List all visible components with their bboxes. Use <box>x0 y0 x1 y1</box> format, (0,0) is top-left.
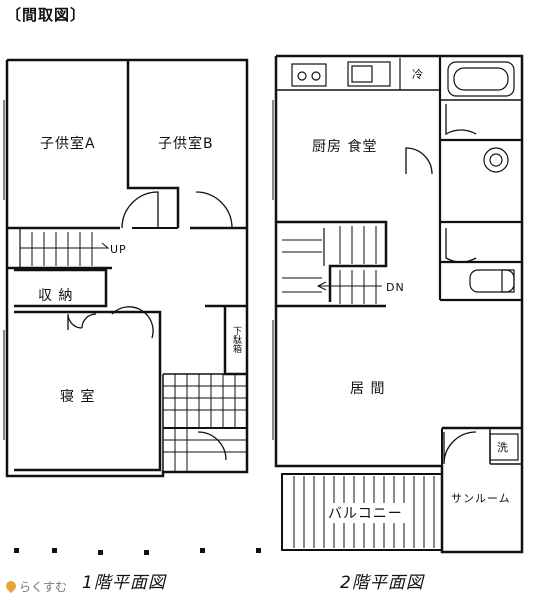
page-title: 〔間取図〕 <box>6 6 87 24</box>
bathtub-icon <box>447 61 515 97</box>
floor2-outer-wall <box>274 54 524 554</box>
room-child-b-label: 子供室B <box>158 136 214 152</box>
balcony-label: バルコニー <box>326 503 405 523</box>
sink-icon <box>347 61 391 87</box>
storage-wall <box>14 268 108 308</box>
room-kitchen-dining-label: 厨房 食堂 <box>312 139 378 155</box>
washbasin-icon <box>483 147 509 173</box>
stove-icon <box>291 63 327 87</box>
fridge-label: 冷 <box>412 68 424 81</box>
watermark: らくすむ <box>3 578 68 595</box>
floor2-caption: 2階平面図 <box>340 573 424 593</box>
door-child-b <box>195 191 233 229</box>
shoe-box-label: 下駄箱 <box>231 326 241 353</box>
toilet-icon <box>469 269 515 293</box>
stair-down-label: DN <box>386 281 405 294</box>
house-logo-icon <box>3 578 19 594</box>
watermark-text: らくすむ <box>19 580 68 594</box>
balcony-outline <box>281 473 443 551</box>
door-child-a <box>121 191 159 229</box>
room-living-label: 居 間 <box>350 381 386 397</box>
stair-up-label: UP <box>110 243 127 256</box>
child-a-wall <box>126 60 180 228</box>
bedroom-wall <box>14 310 162 472</box>
room-bedroom-label: 寝 室 <box>60 389 96 405</box>
room-storage-label: 収 納 <box>38 288 74 304</box>
room-child-a-label: 子供室A <box>40 136 96 152</box>
washer-label: 洗 <box>497 441 509 454</box>
room-sunroom-label: サンルーム <box>451 492 511 505</box>
floor1-caption: 1階平面図 <box>82 573 166 593</box>
